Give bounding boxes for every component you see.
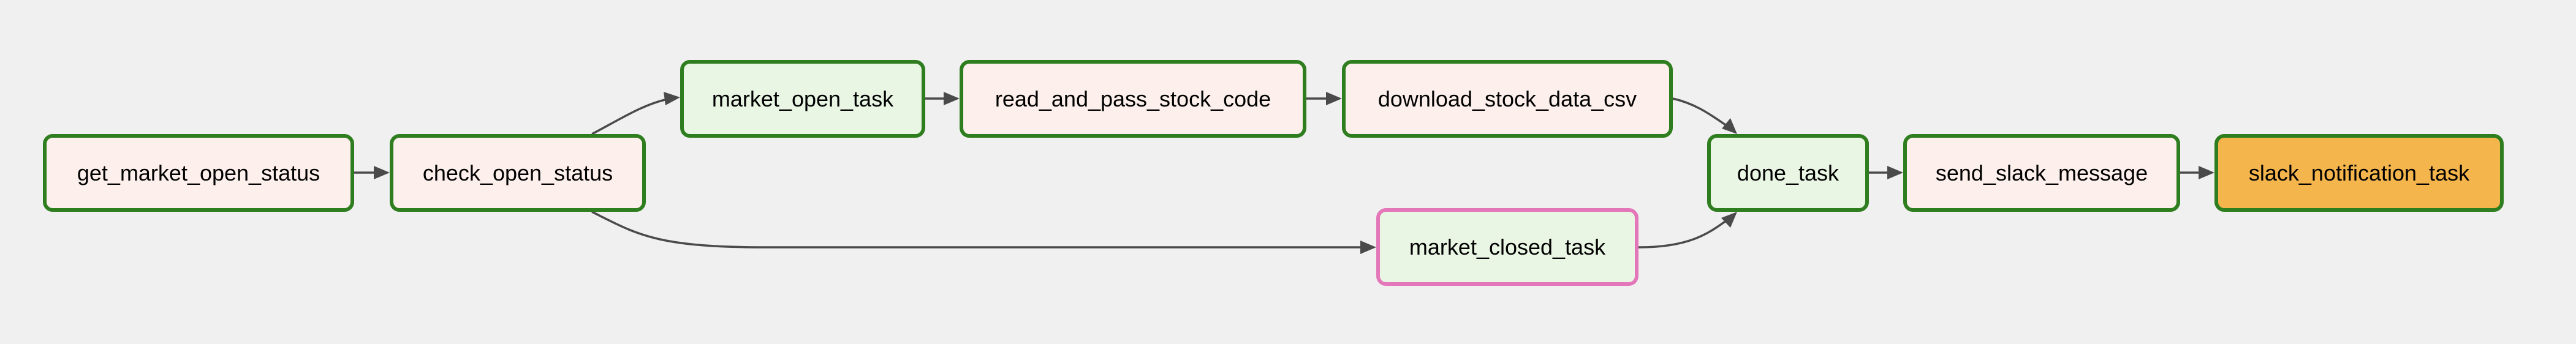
task-node-label: done_task <box>1737 160 1839 185</box>
edge-arrowhead <box>664 92 680 105</box>
task-node-send-slack-message[interactable]: send_slack_message <box>1903 134 2180 212</box>
task-node-get-market-open-status[interactable]: get_market_open_status <box>43 134 354 212</box>
task-node-label: read_and_pass_stock_code <box>994 86 1271 111</box>
task-node-label: download_stock_data_csv <box>1377 86 1637 111</box>
edge-check-open-status-to-market-closed-task <box>591 211 1364 249</box>
edge-arrowhead <box>374 166 390 179</box>
task-node-download-stock-data-csv[interactable]: download_stock_data_csv <box>1342 60 1673 138</box>
task-node-label: market_open_task <box>711 86 894 111</box>
edge-arrowhead <box>1360 241 1376 254</box>
edge-download-stock-data-csv-to-done-task <box>1672 97 1730 129</box>
task-node-label: market_closed_task <box>1409 234 1606 260</box>
task-node-market-open-task[interactable]: market_open_task <box>680 60 925 138</box>
edge-arrowhead <box>1887 166 1903 179</box>
edge-arrowhead <box>1326 92 1342 105</box>
task-node-market-closed-task[interactable]: market_closed_task <box>1376 208 1638 286</box>
task-node-done-task[interactable]: done_task <box>1707 134 1869 212</box>
edge-arrowhead <box>1722 118 1737 134</box>
task-node-label: slack_notification_task <box>2248 160 2470 185</box>
edge-arrowhead <box>2199 166 2214 179</box>
edge-arrowhead <box>1721 212 1737 228</box>
task-node-label: check_open_status <box>422 160 613 185</box>
task-node-label: get_market_open_status <box>77 160 320 185</box>
task-node-slack-notification-task[interactable]: slack_notification_task <box>2214 134 2504 212</box>
task-node-label: send_slack_message <box>1935 160 2148 185</box>
task-node-read-and-pass-stock-code[interactable]: read_and_pass_stock_code <box>960 60 1306 138</box>
edge-arrowhead <box>944 92 960 105</box>
task-node-check-open-status[interactable]: check_open_status <box>390 134 646 212</box>
edge-check-open-status-to-market-open-task <box>591 98 669 135</box>
edge-market-closed-task-to-done-task <box>1638 217 1730 249</box>
